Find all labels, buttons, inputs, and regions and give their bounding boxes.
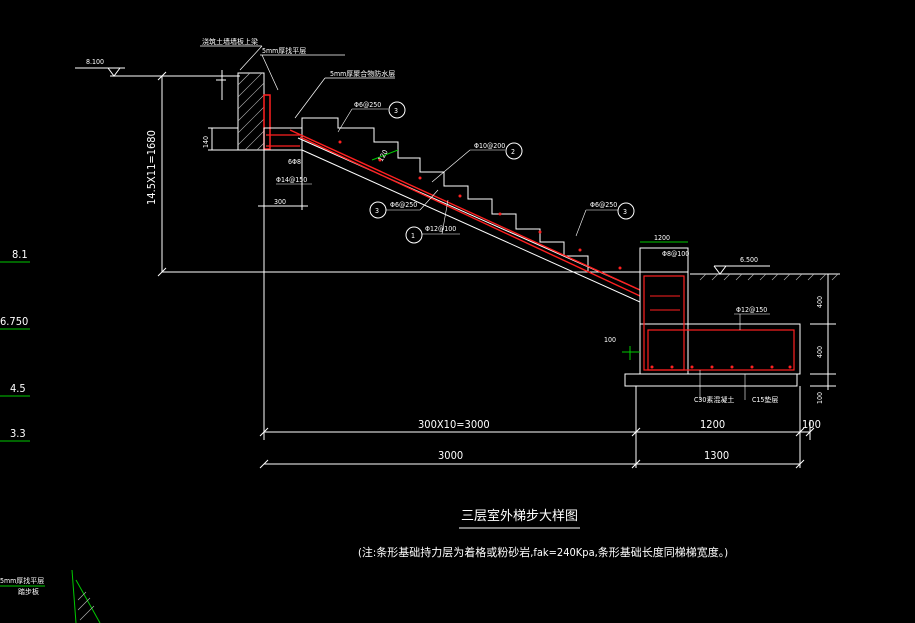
circle-mark-3b: 3	[375, 207, 379, 215]
circle-mark-3c: 3	[623, 208, 627, 216]
corner-fragment: 5mm厚找平层 踏步板	[0, 569, 101, 623]
drawing-note: (注:条形基础持力层为着格或粉砂岩,fak=240Kpa,条形基础长度同梯梯宽度…	[358, 545, 728, 559]
side-level-1: 8.1	[12, 248, 28, 261]
corner-label-2: 踏步板	[18, 587, 39, 596]
waterproof-label: 5mm厚聚合物防水层	[330, 69, 395, 78]
footing-inner-offset-label: 100	[604, 336, 616, 344]
footing-bar-label: Φ12@150	[736, 306, 767, 314]
side-level-markers: 8.1 6.750 4.5 3.3	[0, 248, 30, 442]
circle-mark-3a: 3	[394, 107, 398, 115]
drawing-title: 三层室外梯步大样图	[461, 508, 578, 524]
top-wall: 浇筑土墙墙板上梁 5mm厚找平层 5mm厚聚合物防水层	[200, 37, 395, 151]
plaster-label: 5mm厚找平层	[262, 46, 306, 55]
bottom-dimensions: 300X10=3000 1200 100 3000 1300	[259, 386, 821, 469]
bar-6-label: 6Φ8	[288, 158, 301, 166]
concrete-2-label: C15垫层	[752, 395, 778, 404]
side-level-4: 3.3	[10, 427, 26, 440]
title-block: 三层室外梯步大样图 (注:条形基础持力层为着格或粉砂岩,fak=240Kpa,条…	[358, 508, 728, 559]
landing-depth-label: 140	[202, 136, 210, 148]
vertical-dimension-label: 14.5X11=1680	[145, 130, 158, 205]
rebar-1-label: Φ12@100	[425, 225, 456, 233]
footing-offset-label: 100	[802, 418, 821, 431]
right-dim-middle-label: 400	[816, 346, 824, 358]
landing-dimensions: 140 300 6Φ8 Φ14@150	[202, 127, 312, 440]
circle-mark-1: 1	[411, 232, 415, 240]
vertical-dimension: 14.5X11=1680	[145, 71, 640, 277]
stair-steps: 120	[289, 117, 641, 303]
overall-right-label: 1300	[704, 449, 729, 462]
concrete-1-label: C30素混凝土	[694, 395, 734, 404]
elevation-ground: 6.500	[690, 256, 840, 281]
bar-14-label: Φ14@150	[276, 176, 307, 184]
elevation-top: 8.100	[75, 58, 240, 77]
overall-left-label: 3000	[438, 449, 463, 462]
right-dim-upper-label: 400	[816, 296, 824, 308]
footing: 1200 Φ8@100 Φ12@150 C30素混凝土 C15垫层 100	[604, 234, 801, 404]
rebar-2-label: Φ10@200	[474, 142, 505, 150]
steps-horizontal-label: 300X10=3000	[418, 418, 490, 431]
side-level-2: 6.750	[0, 315, 28, 328]
landing-width-label: 300	[274, 198, 286, 206]
right-dim-lower-label: 100	[816, 392, 824, 404]
rebar-callouts: Φ6@250 3 Φ10@200 2 3 Φ6@250 1 Φ12@100 Φ6…	[337, 101, 635, 244]
top-wall-label: 浇筑土墙墙板上梁	[202, 37, 258, 46]
elevation-top-label: 8.100	[86, 58, 104, 66]
rebar-3-right-label: Φ6@250	[590, 201, 617, 209]
rebar-3-left-label: Φ6@250	[390, 201, 417, 209]
rebar-3-top-label: Φ6@250	[354, 101, 381, 109]
circle-mark-2: 2	[511, 148, 515, 156]
footing-top-dim: 1200	[654, 234, 670, 242]
elevation-ground-label: 6.500	[740, 256, 758, 264]
corner-label-1: 5mm厚找平层	[0, 576, 44, 585]
side-level-3: 4.5	[10, 382, 26, 395]
footing-top-bar-label: Φ8@100	[662, 250, 689, 258]
footing-width-label: 1200	[700, 418, 725, 431]
right-dimensions: 400 400 100	[810, 274, 836, 404]
